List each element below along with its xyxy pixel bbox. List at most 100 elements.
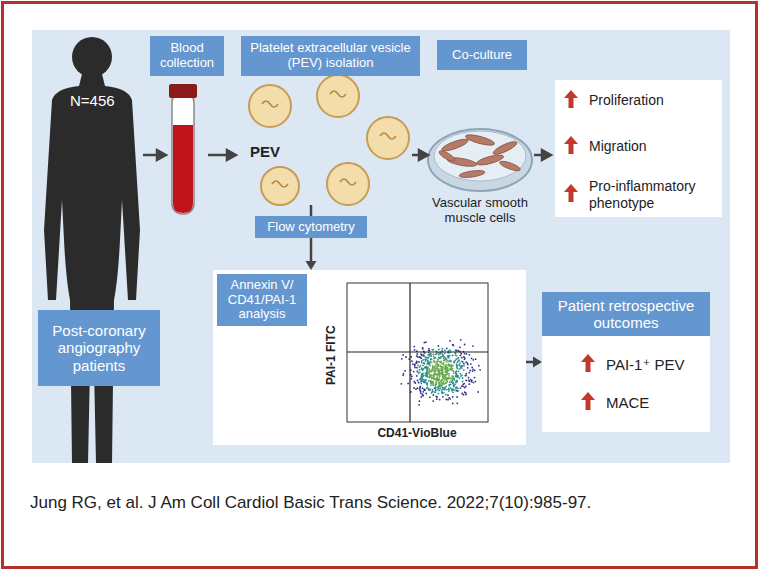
event-dot: [445, 359, 447, 361]
event-dot: [419, 386, 421, 388]
event-dot: [452, 344, 454, 346]
event-dot: [452, 383, 454, 385]
event-dot: [456, 355, 458, 357]
event-dot: [442, 374, 444, 376]
gate-line: [409, 283, 410, 422]
event-dot: [407, 383, 409, 385]
event-dot: [439, 390, 441, 392]
event-dot: [453, 376, 455, 378]
event-dot: [443, 380, 445, 382]
event-dot: [424, 359, 426, 361]
event-dot: [428, 356, 430, 358]
event-dot: [461, 393, 463, 395]
event-dot: [439, 361, 441, 363]
event-dot: [430, 382, 432, 384]
event-dot: [438, 386, 440, 388]
up-arrow: [581, 354, 595, 362]
event-dot: [458, 371, 460, 373]
event-dot: [456, 376, 458, 378]
event-dot: [427, 357, 429, 359]
event-dot: [459, 368, 461, 370]
panel-text: CD41-VioBlue: [347, 426, 487, 440]
event-dot: [462, 361, 464, 363]
event-dot: [435, 391, 437, 393]
event-dot: [439, 364, 441, 366]
event-dot: [473, 382, 475, 384]
event-dot: [427, 370, 429, 372]
event-dot: [425, 380, 427, 382]
event-dot: [461, 365, 463, 367]
event-dot: [437, 374, 439, 376]
event-dot: [435, 370, 437, 372]
panel-text: PAI-1⁺ PEV: [606, 356, 685, 374]
event-dot: [442, 387, 444, 389]
event-dot: [421, 362, 423, 364]
event-dot: [442, 376, 444, 378]
box-label: Post-coronary angiography patients: [44, 322, 154, 374]
polygon-shape: [419, 150, 428, 160]
event-dot: [446, 361, 448, 363]
event-dot: [402, 374, 404, 376]
event-dot: [444, 349, 446, 351]
event-dot: [471, 358, 473, 360]
event-dot: [426, 366, 428, 368]
event-dot: [451, 368, 453, 370]
event-dot: [474, 370, 476, 372]
event-dot: [400, 383, 402, 385]
event-dot: [425, 367, 427, 369]
event-dot: [449, 365, 451, 367]
event-dot: [434, 370, 436, 372]
event-dot: [449, 355, 451, 357]
event-dot: [437, 377, 439, 379]
event-dot: [426, 367, 428, 369]
panel-text: Pro-inflammatory phenotype: [589, 178, 717, 212]
circle-shape: [367, 117, 409, 159]
event-dot: [432, 382, 434, 384]
flow-arrows: [143, 150, 551, 160]
event-dot: [456, 350, 458, 352]
event-dot: [436, 360, 438, 362]
outcomes-header: Patient retrospective outcomes: [542, 292, 710, 336]
event-dot: [425, 359, 427, 361]
event-dot: [416, 362, 418, 364]
event-dot: [426, 375, 428, 377]
event-dot: [447, 399, 449, 401]
panel-text: Proliferation: [589, 92, 664, 109]
event-dot: [444, 377, 446, 379]
event-dot: [453, 385, 455, 387]
event-dot: [446, 373, 448, 375]
event-dot: [441, 367, 443, 369]
event-dot: [444, 371, 446, 373]
event-dot: [448, 375, 450, 377]
event-dot: [437, 373, 439, 375]
event-dot: [436, 396, 438, 398]
event-dot: [475, 358, 477, 360]
event-dot: [439, 374, 441, 376]
event-dot: [416, 375, 418, 377]
event-dot: [435, 387, 437, 389]
event-dot: [438, 349, 440, 351]
event-dot: [442, 363, 444, 365]
event-dot: [412, 363, 414, 365]
event-dot: [448, 377, 450, 379]
circle-shape: [261, 167, 299, 205]
event-dot: [419, 366, 421, 368]
event-dot: [426, 372, 428, 374]
dish-inner: [434, 131, 526, 181]
event-dot: [416, 353, 418, 355]
event-dot: [446, 381, 448, 383]
panel-text: Migration: [589, 138, 647, 155]
event-dot: [420, 383, 422, 385]
event-dot: [435, 383, 437, 385]
event-dot: [441, 385, 443, 387]
event-dot: [446, 371, 448, 373]
event-dot: [445, 386, 447, 388]
event-dot: [455, 380, 457, 382]
event-dot: [452, 403, 454, 405]
event-dot: [430, 353, 432, 355]
event-dot: [439, 384, 441, 386]
event-dot: [465, 392, 467, 394]
event-dot: [463, 369, 465, 371]
event-dot: [436, 398, 438, 400]
event-dot: [466, 353, 468, 355]
